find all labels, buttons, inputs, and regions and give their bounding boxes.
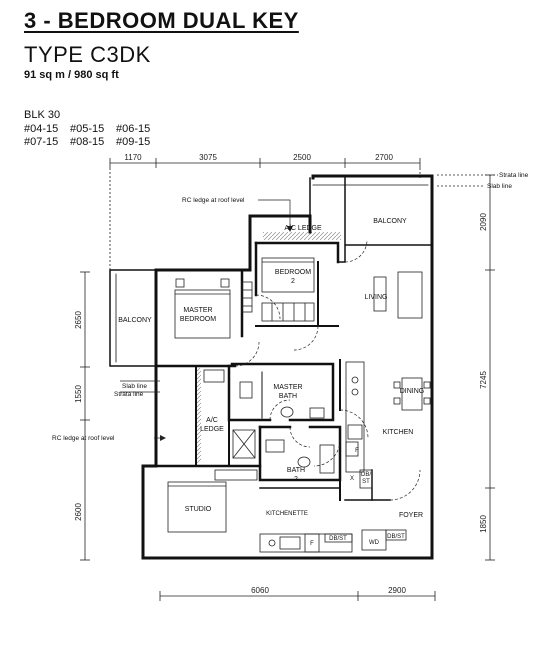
unit-number: #06-15 <box>116 123 151 135</box>
ac-ledge-top-hatch <box>263 232 341 240</box>
label-f2: F <box>310 541 314 547</box>
dim-left-3: 2600 <box>74 503 83 521</box>
dim-top-3: 2500 <box>293 153 311 162</box>
unit-number: #07-15 <box>24 136 59 148</box>
room-foyer: FOYER <box>399 512 423 519</box>
wardrobe-br2 <box>261 302 315 322</box>
bedroom2-bed <box>261 257 315 293</box>
annotation-rc-ledge-top: RC ledge at roof level <box>182 197 245 204</box>
dim-top-2: 3075 <box>199 153 217 162</box>
dimension-lines <box>80 158 498 601</box>
arrow-head <box>287 226 293 232</box>
unit-number: #04-15 <box>24 123 59 135</box>
label-x1: X <box>350 476 354 482</box>
dim-top-1: 1170 <box>124 153 142 162</box>
room-master-bath-2: BATH <box>279 393 297 400</box>
unit-number: #08-15 <box>70 136 105 148</box>
dim-top-4: 2700 <box>375 153 393 162</box>
wardrobe <box>241 281 253 313</box>
room-balcony-top: BALCONY <box>373 218 407 225</box>
room-dining: DINING <box>400 388 425 395</box>
studio-wardrobe <box>214 469 258 481</box>
annotation-strata-line-left: Strata line <box>114 391 144 398</box>
dimension-labels: 1170 3075 2500 2700 6060 2900 2650 1550 … <box>74 153 488 595</box>
room-ac-ledge-left-1: A/C <box>206 417 218 424</box>
label-wd: WD <box>369 540 380 546</box>
unit-list: #04-15 #05-15 #06-15 #07-15 #08-15 #09-15 <box>24 123 184 149</box>
page-title: 3 - BEDROOM DUAL KEY <box>24 8 299 33</box>
unit-type: TYPE C3DK <box>24 42 151 67</box>
label-f1: F <box>355 448 359 454</box>
unit-number: #09-15 <box>116 136 151 148</box>
room-bedroom2-num: 2 <box>291 278 295 285</box>
label-dbst3: DB/ST <box>387 534 405 540</box>
dim-bottom-2: 2900 <box>388 586 406 595</box>
room-bath2-num: 2 <box>294 476 298 483</box>
room-bedroom2: BEDROOM <box>275 269 311 276</box>
master-bed <box>174 289 231 339</box>
annotation-slab-line-left: Slab line <box>122 383 147 390</box>
bath2-shower <box>319 444 335 474</box>
room-kitchenette: KITCHENETTE <box>266 511 308 517</box>
arrow-head <box>160 435 166 441</box>
kitchen-counter <box>345 361 365 473</box>
dim-left-1: 2650 <box>74 311 83 329</box>
room-master-bedroom-2: BEDROOM <box>180 316 216 323</box>
room-living: LIVING <box>365 294 388 301</box>
fixtures <box>167 257 431 553</box>
annotation-leaders <box>120 199 291 439</box>
door-swings <box>234 239 421 501</box>
studio-bed <box>167 481 227 533</box>
label-dbst2: DB/ST <box>329 536 347 542</box>
dim-bottom-1: 6060 <box>251 586 269 595</box>
annotation-rc-ledge-left: RC ledge at roof level <box>52 435 115 442</box>
room-master-bedroom-1: MASTER <box>183 307 212 314</box>
bath2-basin <box>265 439 285 453</box>
shower <box>239 381 253 399</box>
room-studio: STUDIO <box>185 506 212 513</box>
bath2-toilet <box>297 456 311 468</box>
unit-number: #05-15 <box>70 123 105 135</box>
toilet <box>280 406 294 418</box>
sofa <box>397 271 423 319</box>
room-bath2: BATH <box>287 467 305 474</box>
dim-right-3: 1850 <box>479 515 488 533</box>
walls <box>109 174 434 560</box>
unit-area: 91 sq m / 980 sq ft <box>24 69 119 81</box>
room-balcony-left: BALCONY <box>118 317 152 324</box>
dim-left-2: 1550 <box>74 385 83 403</box>
dim-right-1: 2090 <box>479 213 488 231</box>
ac-ledge-left-hatch <box>196 368 201 463</box>
ac-box <box>232 429 256 459</box>
basin <box>309 407 325 419</box>
block-label: BLK 30 <box>24 109 61 121</box>
label-dbst1-a: DB/ <box>361 472 371 478</box>
annotation-strata-line-right: Strata line <box>499 172 529 179</box>
annotation-slab-line-right: Slab line <box>487 183 512 190</box>
room-ac-ledge-top: A/C LEDGE <box>284 225 322 232</box>
coffee-table <box>373 276 387 312</box>
room-master-bath-1: MASTER <box>273 384 302 391</box>
label-dbst1-b: ST <box>362 479 370 485</box>
dining-table <box>401 377 423 411</box>
room-ac-ledge-left-2: LEDGE <box>200 426 224 433</box>
dim-right-2: 7245 <box>479 371 488 389</box>
room-kitchen: KITCHEN <box>383 429 414 436</box>
